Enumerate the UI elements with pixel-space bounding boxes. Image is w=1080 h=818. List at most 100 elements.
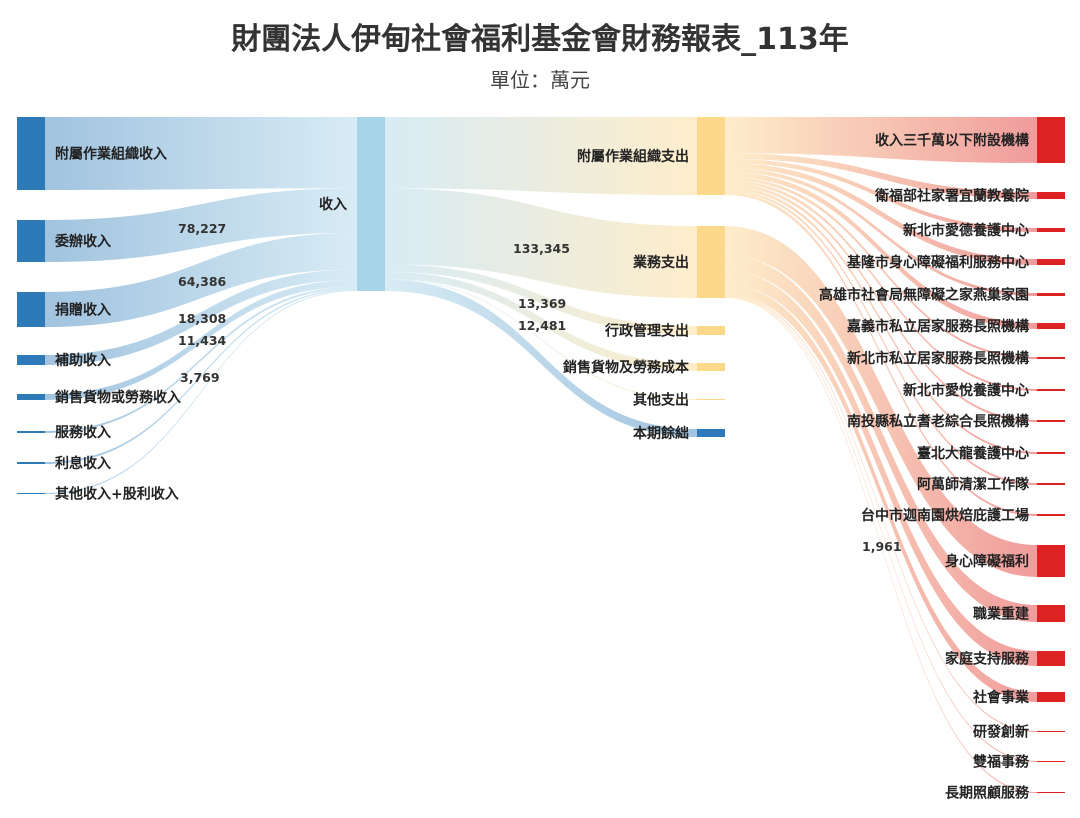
- link-n_sales-to-n_income: [45, 279, 357, 400]
- link-n_interest-to-n_income: [45, 288, 357, 464]
- link-n_sub_exp-to-p_aiyue: [725, 180, 1037, 391]
- node-p_keelung[interactable]: [1037, 259, 1065, 265]
- node-n_subsidy[interactable]: [17, 355, 45, 365]
- link-n_business-to-p_vocational: [725, 255, 1037, 622]
- node-label: 阿萬師清潔工作隊: [917, 476, 1030, 493]
- node-label: 雙福事務: [973, 754, 1030, 771]
- node-p_yilan[interactable]: [1037, 192, 1065, 199]
- node-label: 收入三千萬以下附設機構: [875, 132, 1029, 149]
- node-p_chiayi[interactable]: [1037, 323, 1065, 329]
- node-p_rd[interactable]: [1037, 731, 1065, 732]
- node-p_clean[interactable]: [1037, 483, 1065, 485]
- node-label: 職業重建: [973, 606, 1029, 623]
- link-n_sub_exp-to-p_aide: [725, 158, 1037, 232]
- node-p_ltc[interactable]: [1037, 792, 1065, 793]
- value-label: 133,345: [513, 241, 570, 256]
- link-n_service-to-n_income: [45, 286, 357, 433]
- node-n_income[interactable]: [357, 117, 385, 291]
- node-label: 其他支出: [633, 392, 689, 409]
- node-p_aide[interactable]: [1037, 228, 1065, 232]
- value-label: 11,434: [178, 333, 227, 348]
- link-n_business-to-p_social: [725, 284, 1037, 702]
- node-p_nantou[interactable]: [1037, 420, 1065, 422]
- link-n_business-to-p_family: [725, 270, 1037, 666]
- node-n_donation[interactable]: [17, 292, 45, 327]
- node-label: 新北市愛德養護中心: [903, 222, 1029, 239]
- node-n_cogs[interactable]: [697, 363, 725, 371]
- nodes-layer: [17, 117, 1065, 793]
- link-n_income-to-n_other_exp: [385, 279, 697, 400]
- node-label: 委辦收入: [54, 233, 111, 250]
- link-n_sub_exp-to-p_keelung: [725, 163, 1037, 265]
- link-n_sub_exp-to-p_ntp_home: [725, 176, 1037, 359]
- node-label: 衛福部社家署宜蘭教養院: [874, 188, 1029, 205]
- node-label: 高雄市社會局無障礙之家燕巢家園: [819, 287, 1029, 304]
- link-n_commission-to-n_income: [45, 188, 357, 262]
- link-n_sub_exp-to-p_clean: [725, 189, 1037, 485]
- link-n_income-to-n_sub_exp: [385, 117, 697, 195]
- links-layer: [45, 117, 1037, 793]
- node-p_bakery[interactable]: [1037, 514, 1065, 516]
- node-label: 附屬作業組織支出: [577, 148, 689, 165]
- node-label: 臺北大龍養護中心: [917, 445, 1029, 462]
- value-label: 18,308: [178, 311, 226, 326]
- link-n_sub_exp-to-p_kaohsiung: [725, 168, 1037, 296]
- node-n_service[interactable]: [17, 431, 45, 433]
- node-label: 長期照顧服務: [945, 785, 1030, 802]
- node-n_other_exp[interactable]: [697, 399, 725, 400]
- node-label: 附屬作業組織收入: [55, 146, 167, 163]
- node-n_interest[interactable]: [17, 462, 45, 464]
- node-p_social[interactable]: [1037, 692, 1065, 702]
- node-p_under30m[interactable]: [1037, 117, 1065, 163]
- link-n_income-to-n_cogs: [385, 271, 697, 371]
- node-label: 家庭支持服務: [945, 651, 1030, 668]
- node-n_sub[interactable]: [17, 117, 45, 190]
- node-label: 銷售貨物及勞務成本: [563, 359, 690, 376]
- node-label: 社會事業: [972, 689, 1030, 706]
- node-label: 補助收入: [54, 352, 111, 369]
- node-p_aiyue[interactable]: [1037, 389, 1065, 391]
- value-label: 1,961: [862, 539, 902, 554]
- node-p_dalong[interactable]: [1037, 452, 1065, 454]
- link-n_sub_exp-to-p_bakery: [725, 191, 1037, 516]
- link-n_income-to-n_surplus: [385, 279, 697, 437]
- node-p_disability[interactable]: [1037, 545, 1065, 577]
- link-n_other-to-n_income: [45, 290, 357, 494]
- link-n_sub_exp-to-p_yilan: [725, 153, 1037, 199]
- node-n_sales[interactable]: [17, 394, 45, 400]
- value-label: 13,369: [518, 296, 566, 311]
- value-label: 78,227: [178, 221, 226, 236]
- node-label: 行政管理支出: [604, 323, 689, 340]
- node-p_kaohsiung[interactable]: [1037, 293, 1065, 296]
- value-label: 12,481: [518, 318, 566, 333]
- node-label: 台中市迦南園烘焙庇護工場: [861, 507, 1029, 524]
- node-p_family[interactable]: [1037, 651, 1065, 666]
- node-label: 捐贈收入: [55, 302, 111, 319]
- chart-title: 財團法人伊甸社會福利基金會財務報表_113年: [231, 22, 849, 57]
- node-label: 利息收入: [55, 455, 111, 472]
- link-n_sub-to-n_income: [45, 117, 357, 190]
- node-label: 其他收入+股利收入: [55, 486, 179, 503]
- link-n_sub_exp-to-p_nantou: [725, 183, 1037, 422]
- node-label: 新北市愛悅養護中心: [903, 382, 1029, 399]
- node-label: 身心障礙福利: [945, 553, 1029, 570]
- link-n_subsidy-to-n_income: [45, 269, 357, 365]
- value-label: 64,386: [178, 274, 227, 289]
- node-label: 南投縣私立耆老綜合長照機構: [847, 413, 1029, 430]
- node-n_commission[interactable]: [17, 220, 45, 262]
- node-n_other[interactable]: [17, 493, 45, 494]
- link-n_business-to-p_rd: [725, 294, 1037, 732]
- node-label: 服務收入: [55, 424, 111, 441]
- node-label: 研發創新: [973, 724, 1029, 741]
- node-n_surplus[interactable]: [697, 429, 725, 437]
- node-p_shuangfu[interactable]: [1037, 761, 1065, 762]
- node-p_vocational[interactable]: [1037, 605, 1065, 622]
- node-n_sub_exp[interactable]: [697, 117, 725, 195]
- node-n_business[interactable]: [697, 226, 725, 298]
- node-n_admin[interactable]: [697, 326, 725, 335]
- node-label: 本期餘絀: [633, 425, 689, 442]
- node-label: 銷售貨物或勞務收入: [55, 389, 181, 406]
- node-p_ntp_home[interactable]: [1037, 357, 1065, 359]
- node-label: 基隆市身心障礙福利服務中心: [847, 254, 1029, 271]
